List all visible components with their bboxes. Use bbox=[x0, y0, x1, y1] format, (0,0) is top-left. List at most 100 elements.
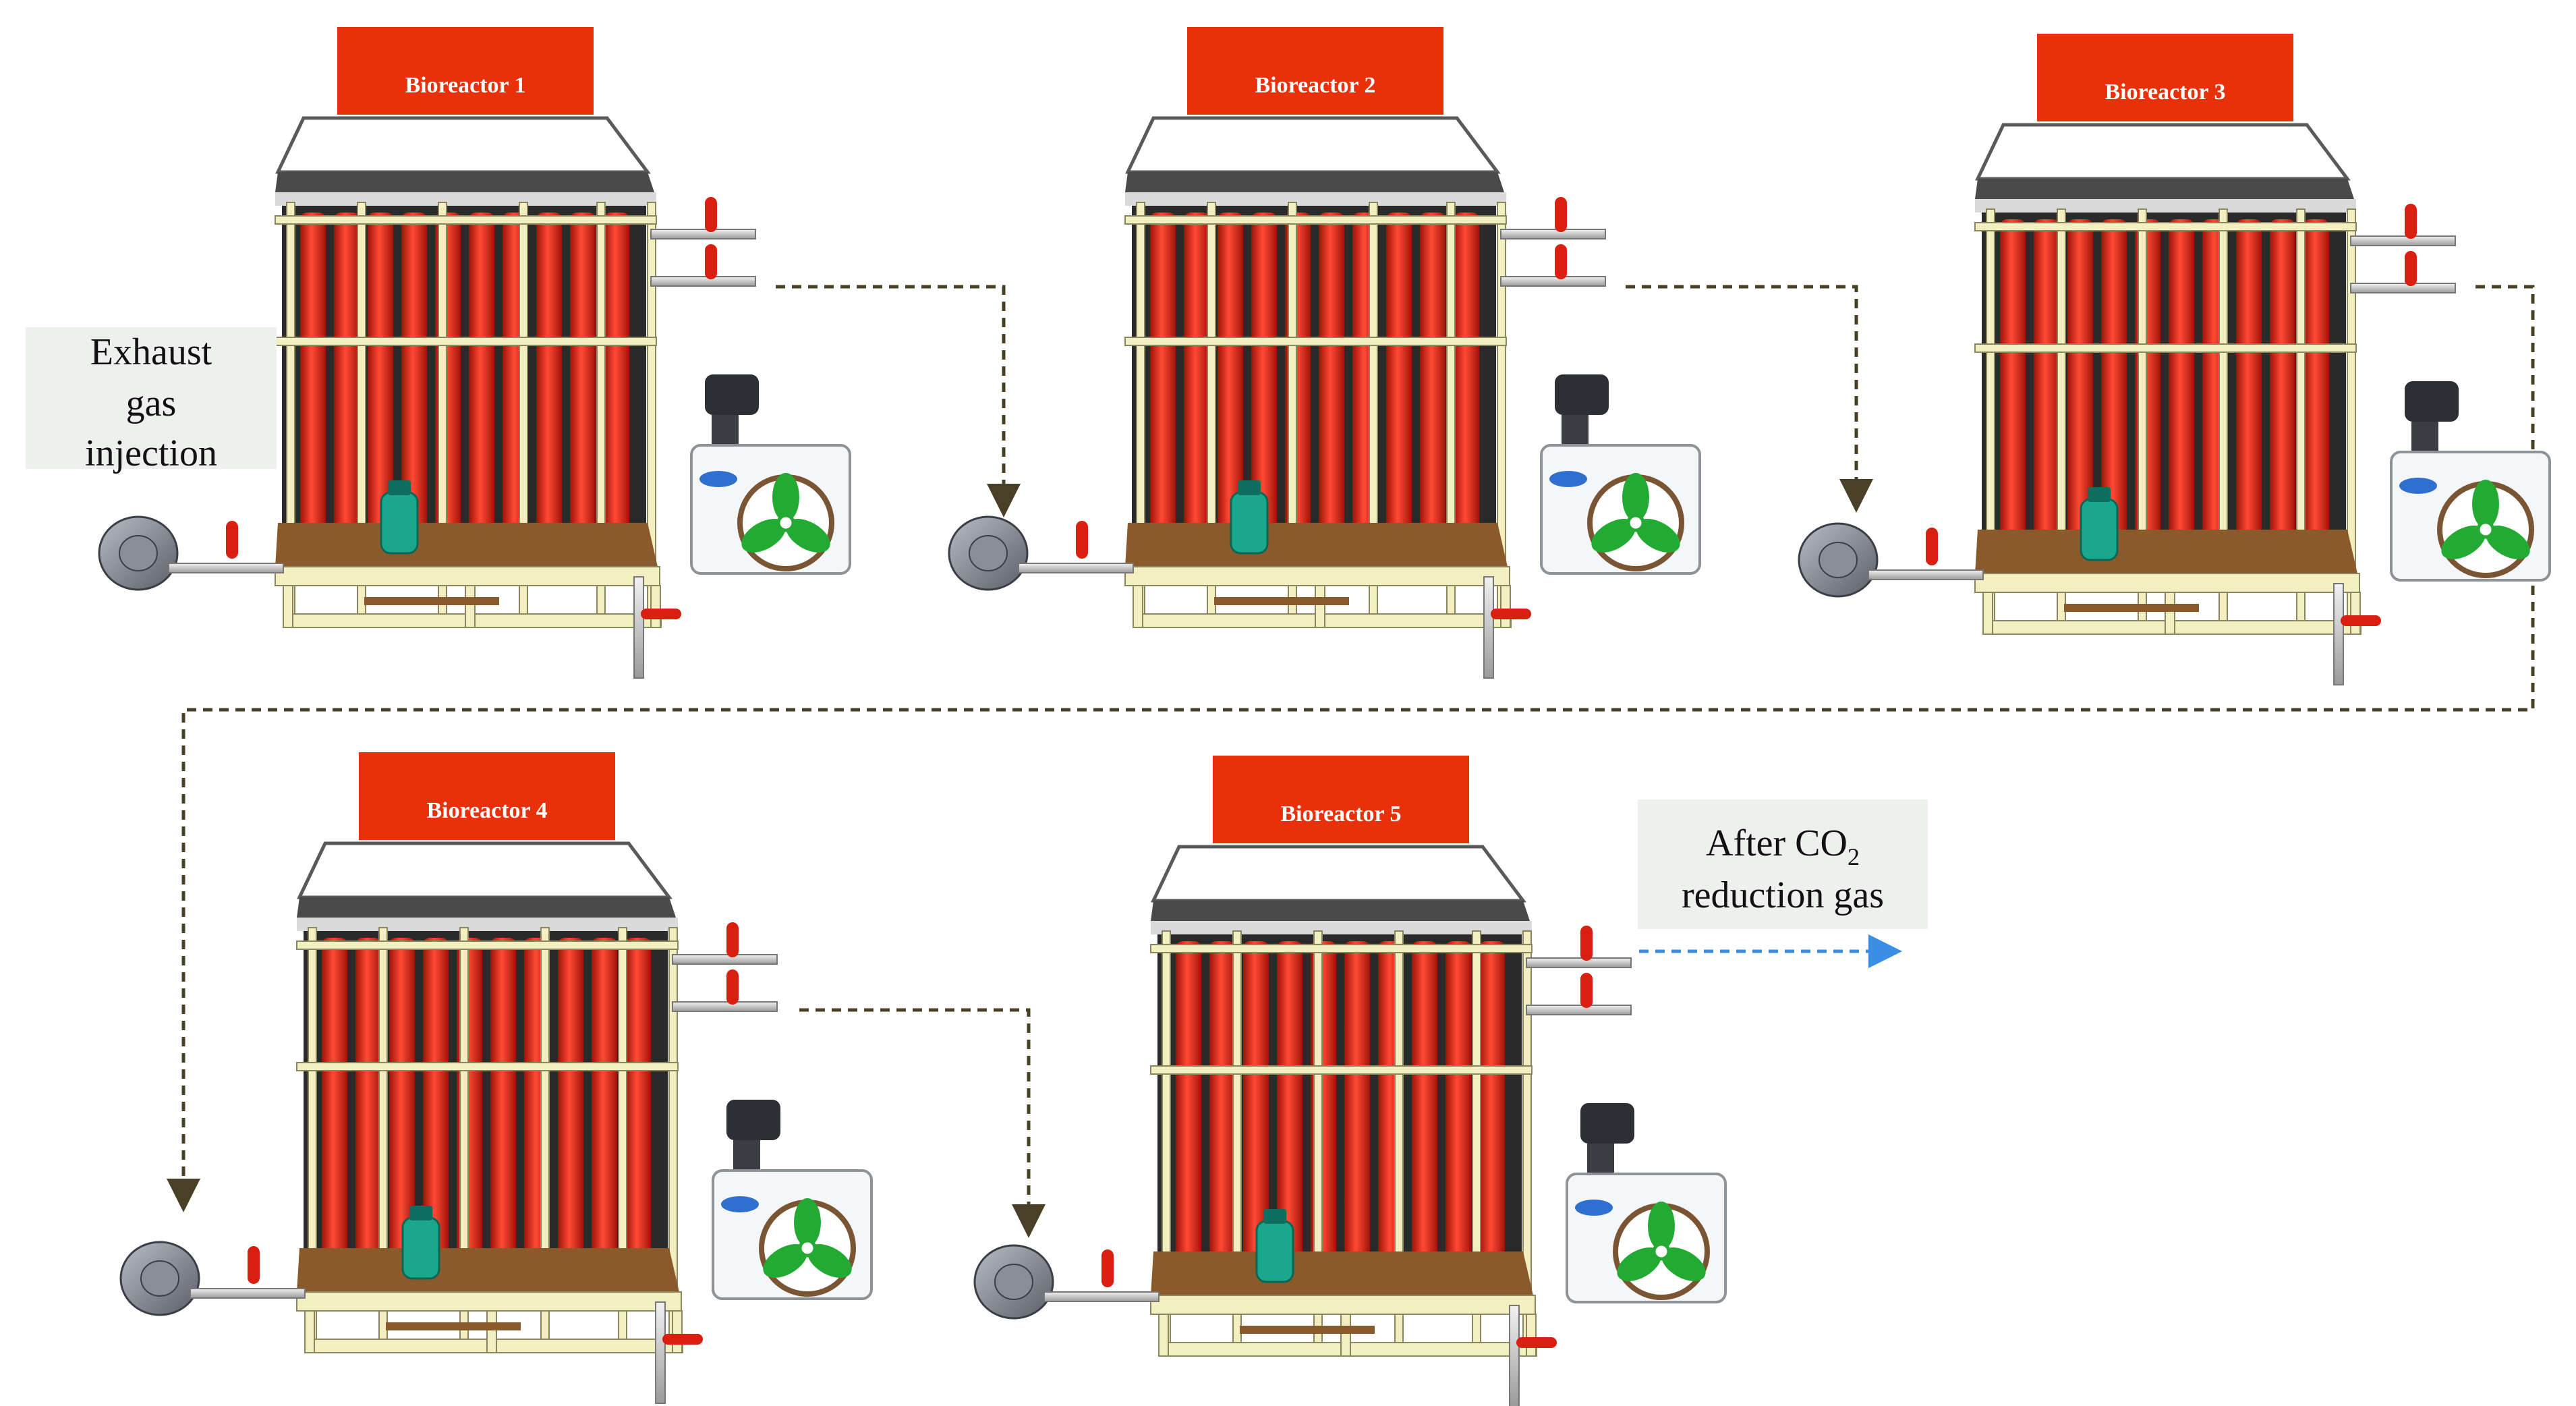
reactor-sign-label: Bioreactor 3 bbox=[2105, 80, 2225, 105]
reactor-base-crossbar bbox=[2064, 604, 2199, 612]
valve-icon bbox=[662, 1334, 703, 1345]
chiller-fan-icon bbox=[759, 1198, 856, 1297]
reactor-top-hopper bbox=[1125, 116, 1501, 174]
reactor-base-rail bbox=[1974, 573, 2360, 593]
reactor-leg bbox=[1158, 1314, 1169, 1357]
gas-outlet-pipe bbox=[650, 276, 756, 287]
reactor-frame-rail-mid bbox=[1974, 343, 2357, 353]
reactor-top-hopper bbox=[275, 116, 651, 174]
reactor-sign-label: Bioreactor 2 bbox=[1255, 73, 1375, 98]
reactor-tube bbox=[2034, 219, 2059, 584]
gas-outlet-pipe bbox=[672, 954, 778, 965]
reactor-top-plate bbox=[297, 918, 678, 931]
reactor-base-rail bbox=[296, 1291, 682, 1312]
inlet-label-box bbox=[26, 327, 277, 469]
reactor-sign-label: Bioreactor 4 bbox=[426, 798, 547, 823]
fan-blade-icon bbox=[2486, 526, 2530, 559]
reactor-base-rail bbox=[1124, 566, 1510, 586]
reactor-leg bbox=[1500, 585, 1511, 628]
reactor-sign bbox=[2037, 34, 2293, 121]
circulation-pump-icon bbox=[1580, 1103, 1634, 1144]
reactor-tube bbox=[1344, 941, 1370, 1305]
fan-blade-icon bbox=[772, 473, 799, 522]
chiller-fan-icon bbox=[1587, 473, 1684, 571]
valve-icon bbox=[1926, 528, 1938, 565]
reactor-top-plate bbox=[1125, 192, 1506, 206]
gas-line-4-5 bbox=[799, 1008, 1046, 1238]
gas-outlet-pipe bbox=[1526, 1005, 1632, 1015]
fan-blade-icon bbox=[794, 1198, 821, 1247]
reactor-top-rim bbox=[1975, 179, 2354, 199]
reactor-sign bbox=[337, 27, 594, 115]
fan-hub-icon bbox=[776, 513, 795, 532]
valve-icon bbox=[705, 244, 717, 279]
valve-icon bbox=[1555, 244, 1567, 279]
reactor-base-rail bbox=[275, 566, 660, 586]
circulation-pump-icon bbox=[705, 374, 759, 415]
gas-outlet-pipe bbox=[2350, 235, 2456, 246]
fan-blade-icon bbox=[1622, 473, 1649, 522]
valve-icon bbox=[726, 922, 739, 957]
fan-blade-icon bbox=[807, 1244, 852, 1278]
fan-blade-icon bbox=[1661, 1247, 1706, 1281]
reactor-top-rim bbox=[275, 172, 654, 192]
reactor-sign bbox=[1187, 27, 1443, 115]
fan-blade-icon bbox=[1648, 1202, 1675, 1250]
valve-icon bbox=[1580, 973, 1593, 1008]
reactor-tube bbox=[604, 213, 629, 577]
inlet-label-line-3: injection bbox=[85, 432, 217, 474]
reactor-base-tray bbox=[1125, 523, 1508, 567]
valve-icon bbox=[726, 969, 739, 1005]
circulation-pump-body-icon bbox=[712, 415, 739, 449]
reactor-top-rim bbox=[297, 897, 676, 918]
reactor-base-tray bbox=[1151, 1252, 1533, 1295]
blower-hub-icon bbox=[1819, 542, 1858, 578]
blower-hub-icon bbox=[140, 1260, 179, 1297]
fan-blade-icon bbox=[786, 519, 830, 553]
valve-icon bbox=[641, 609, 681, 619]
outlet-label-line-2: reduction gas bbox=[1682, 874, 1884, 916]
reactor-sign bbox=[1213, 756, 1469, 843]
reactor-top-rim bbox=[1151, 901, 1530, 921]
reactor-tube bbox=[355, 938, 381, 1302]
reactor-leg bbox=[1340, 1314, 1351, 1357]
pump-cap-icon bbox=[1238, 480, 1261, 495]
circulation-pump-body-icon bbox=[733, 1140, 760, 1174]
exhaust-gas-inlet-label: Exhaust gas injection bbox=[26, 327, 277, 474]
circulation-pump-icon bbox=[2405, 381, 2459, 422]
valve-icon bbox=[1491, 609, 1531, 619]
drain-pipe bbox=[655, 1301, 666, 1404]
reactor-top-plate bbox=[275, 192, 656, 206]
reactor-tube bbox=[2303, 219, 2329, 584]
outlet-label-subscript: 2 bbox=[1848, 843, 1860, 870]
reactor-top-hopper bbox=[297, 841, 672, 899]
valve-icon bbox=[705, 197, 717, 232]
bioreactor-unit-1: Bioreactor 1 bbox=[98, 27, 851, 679]
gas-outlet-pipe bbox=[1500, 229, 1606, 240]
reactor-leg bbox=[304, 1310, 315, 1353]
reactor-leg bbox=[2350, 592, 2361, 635]
reactor-top-plate bbox=[1151, 921, 1532, 934]
reactor-frame-rail-mid bbox=[1124, 337, 1507, 346]
reactor-leg bbox=[1982, 592, 1993, 635]
bioreactor-unit-2: Bioreactor 2 bbox=[948, 27, 1701, 679]
circulation-pump-body-icon bbox=[2411, 422, 2438, 455]
fan-blade-icon bbox=[1617, 1247, 1661, 1281]
reactor-tube bbox=[368, 213, 393, 577]
reactor-base-crossbar bbox=[1214, 597, 1349, 605]
blower-hub-icon bbox=[969, 535, 1008, 571]
chiller-logo-icon bbox=[1575, 1200, 1613, 1216]
drain-pipe bbox=[2333, 583, 2344, 685]
pump-cap-icon bbox=[388, 480, 411, 495]
reactor-tube bbox=[1176, 941, 1201, 1305]
fan-hub-icon bbox=[2476, 520, 2495, 539]
reactor-tube bbox=[558, 938, 583, 1302]
reactor-leg bbox=[486, 1310, 497, 1353]
reactor-top-plate bbox=[1975, 199, 2356, 213]
reactor-frame-rail-top bbox=[1124, 215, 1507, 225]
reactor-base-tray bbox=[297, 1248, 679, 1292]
reactor-leg bbox=[283, 585, 293, 628]
reactor-tube bbox=[570, 213, 596, 577]
inlet-label-line-2: gas bbox=[126, 383, 177, 424]
reactor-sign-label: Bioreactor 5 bbox=[1280, 802, 1401, 826]
